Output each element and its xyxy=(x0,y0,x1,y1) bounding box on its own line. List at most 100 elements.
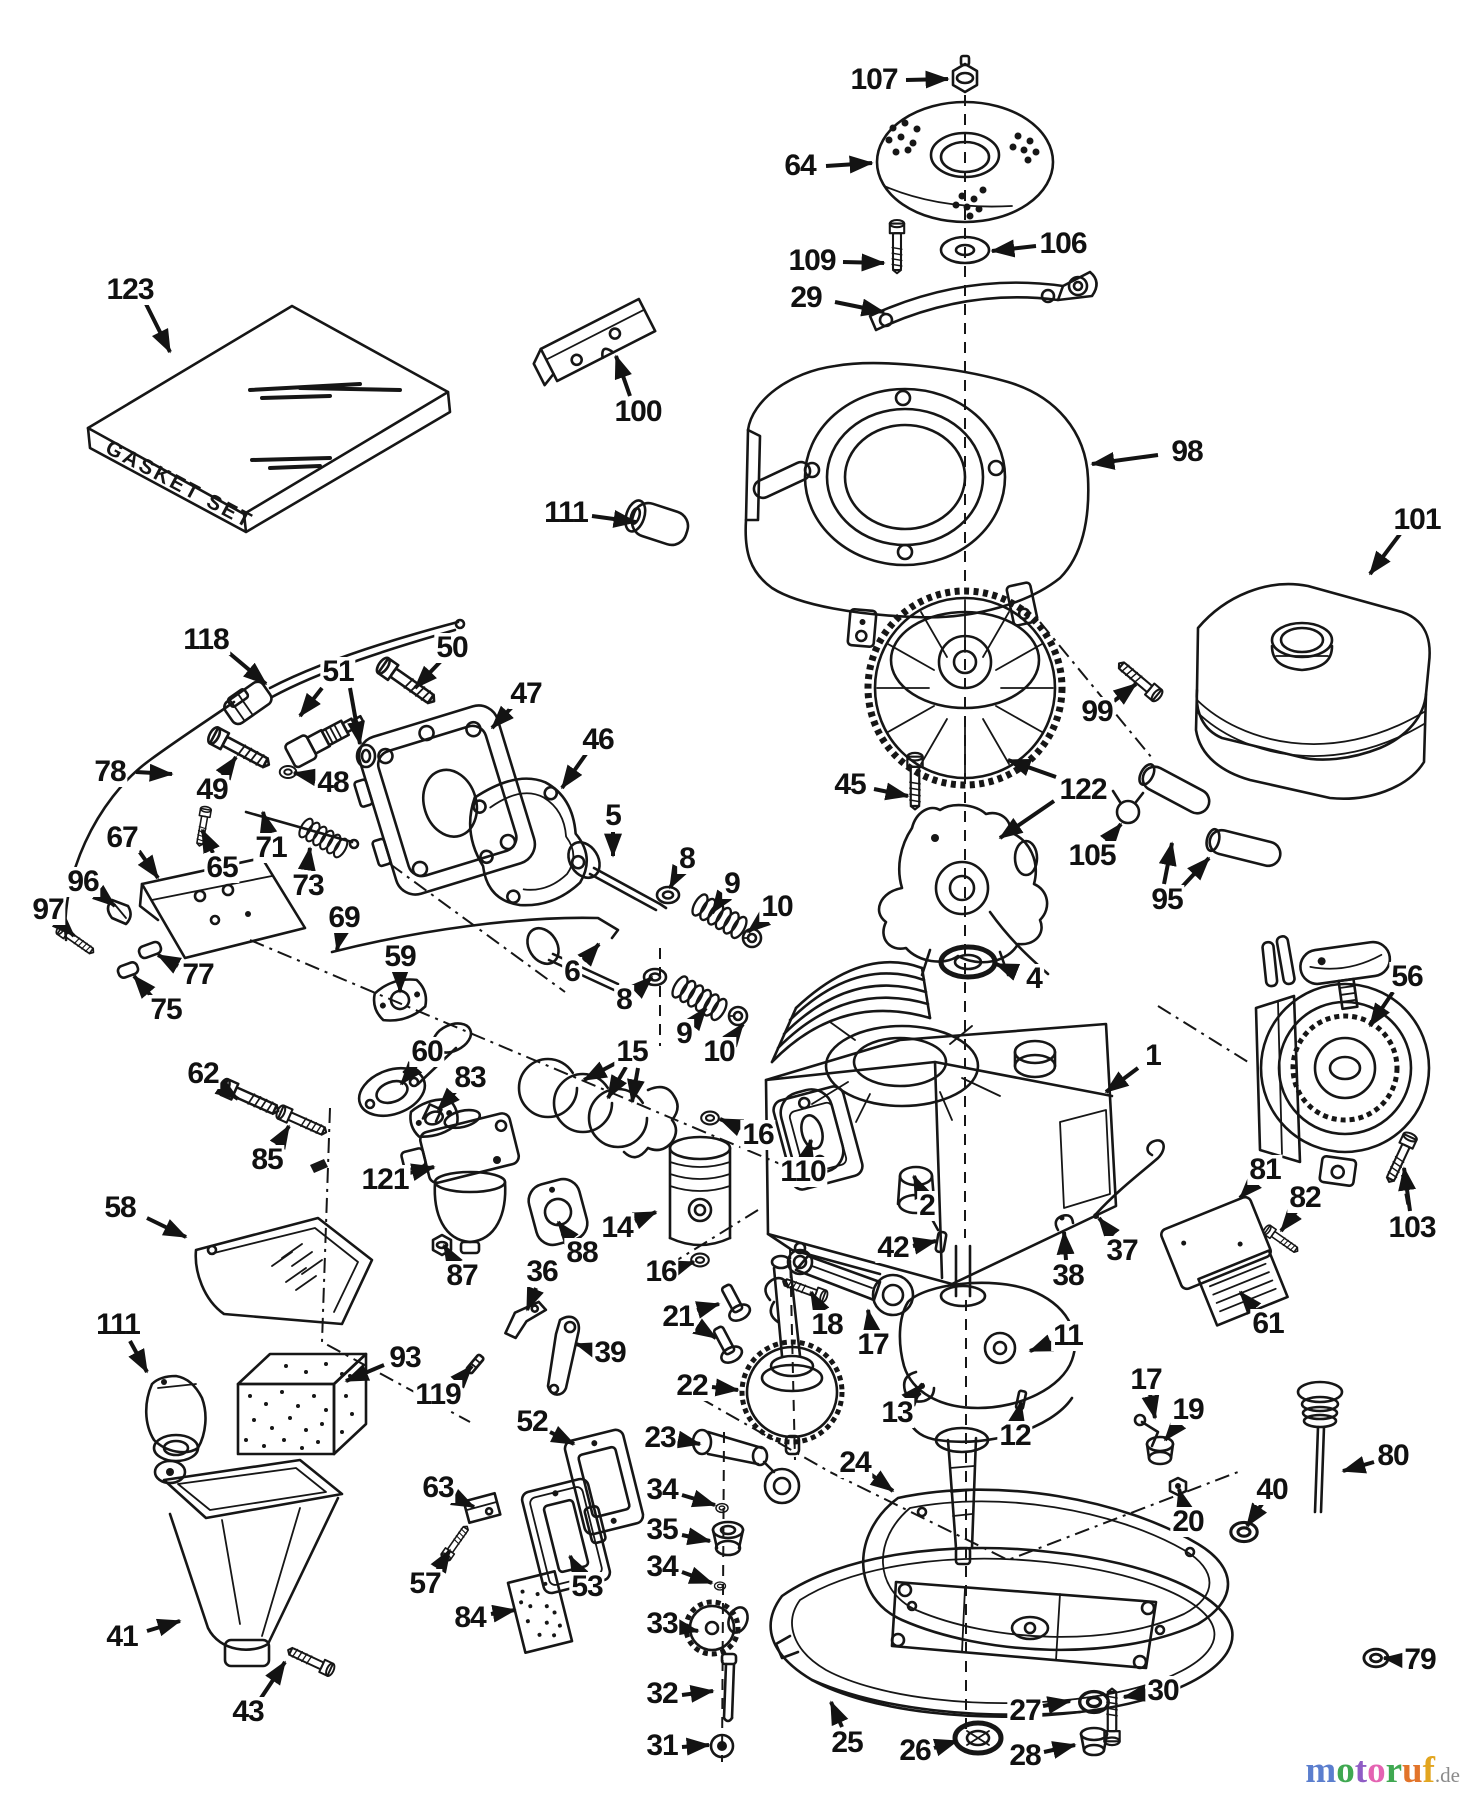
flywheel-screen-64-drawing xyxy=(875,100,1055,224)
blower-housing-98-drawing xyxy=(744,361,1090,649)
callout-arrow-87 xyxy=(442,1243,463,1269)
plug-wire-118-drawing xyxy=(223,618,466,726)
callout-arrow-52 xyxy=(549,1425,576,1446)
part-callout-8: 8 xyxy=(677,842,697,875)
recoil-starter-56-drawing xyxy=(1254,935,1431,1188)
pan-gasket-24-drawing xyxy=(861,1488,1230,1652)
part-callout-14: 14 xyxy=(599,1211,635,1244)
watermark-letter: o xyxy=(1367,1750,1386,1791)
callout-arrow-31 xyxy=(681,1737,711,1756)
callout-arrow-118 xyxy=(226,650,268,686)
callout-arrow-42 xyxy=(912,1236,938,1255)
piston-14-drawing xyxy=(668,1135,732,1247)
dipstick-80-drawing xyxy=(1296,1380,1344,1514)
callout-arrow-25 xyxy=(829,1700,849,1728)
part-callout-103: 103 xyxy=(1386,1211,1438,1244)
part-callout-21: 21 xyxy=(660,1300,696,1333)
part-callout-109: 109 xyxy=(786,244,838,277)
part-callout-88: 88 xyxy=(564,1236,600,1269)
part-callout-16: 16 xyxy=(740,1118,776,1151)
spool-35-drawing xyxy=(711,1520,745,1557)
callout-arrow-88 xyxy=(556,1220,579,1246)
part-callout-34: 34 xyxy=(644,1550,680,1583)
callout-arrow-53 xyxy=(568,1554,589,1581)
valve-5-drawing xyxy=(567,840,668,912)
part-callout-121: 121 xyxy=(359,1163,411,1196)
callout-arrow-37 xyxy=(1097,1216,1120,1242)
key-85-detail xyxy=(310,1159,328,1173)
callout-arrow-16 xyxy=(718,1117,745,1137)
callout-arrow-34 xyxy=(681,1566,714,1585)
oil-pan-25-drawing xyxy=(769,1546,1234,1718)
callout-arrow-109 xyxy=(842,253,886,272)
part-callout-31: 31 xyxy=(644,1729,680,1762)
part-callout-82: 82 xyxy=(1287,1181,1323,1214)
watermark-motoruf: motoruf.de xyxy=(1305,1749,1460,1792)
part-callout-13: 13 xyxy=(879,1396,915,1429)
callout-arrow-27 xyxy=(1042,1696,1072,1714)
part-callout-73: 73 xyxy=(290,869,326,902)
part-callout-20: 20 xyxy=(1170,1505,1206,1538)
part-callout-1: 1 xyxy=(1143,1039,1163,1072)
callout-arrow-23 xyxy=(676,1430,702,1449)
flywheel-nut-107-drawing xyxy=(951,54,979,94)
callout-arrow-57 xyxy=(430,1548,452,1574)
callout-arrow-79 xyxy=(1382,1651,1408,1670)
link-37-drawing xyxy=(1093,1139,1165,1219)
part-callout-62: 62 xyxy=(185,1057,221,1090)
bracket-63-drawing xyxy=(462,1491,502,1525)
callout-arrow-122 xyxy=(998,799,1056,840)
part-callout-16: 16 xyxy=(643,1255,679,1288)
callout-arrow-56 xyxy=(1368,990,1395,1028)
callout-arrow-16 xyxy=(669,1260,696,1278)
part-callout-81: 81 xyxy=(1247,1153,1283,1186)
camshaft-22-drawing xyxy=(739,1254,845,1456)
callout-arrow-62 xyxy=(214,1078,240,1101)
callout-arrow-84 xyxy=(490,1604,517,1623)
part-callout-101: 101 xyxy=(1391,503,1443,536)
part-callout-10: 10 xyxy=(759,890,795,923)
callout-arrow-24 xyxy=(867,1470,895,1493)
part-callout-100: 100 xyxy=(612,395,664,428)
callout-arrow-95 xyxy=(1179,856,1211,890)
part-callout-75: 75 xyxy=(148,993,184,1026)
callout-arrow-111 xyxy=(128,1340,149,1374)
lever-39-drawing xyxy=(546,1315,581,1396)
part-callout-53: 53 xyxy=(569,1570,605,1603)
part-callout-69: 69 xyxy=(326,901,362,934)
flywheel-122-drawing xyxy=(864,587,1066,789)
screen-vent-holes xyxy=(885,119,1040,220)
part-callout-41: 41 xyxy=(104,1620,140,1653)
part-callout-64: 64 xyxy=(782,149,818,182)
callout-arrow-9 xyxy=(685,1006,708,1032)
part-callout-17: 17 xyxy=(1128,1363,1164,1396)
part-callout-71: 71 xyxy=(253,831,289,864)
callout-arrow-73 xyxy=(297,846,316,872)
callout-arrow-101 xyxy=(1368,532,1402,576)
part-callout-83: 83 xyxy=(452,1061,488,1094)
part-callout-57: 57 xyxy=(407,1567,443,1600)
callout-arrow-63 xyxy=(449,1488,476,1509)
watermark-letter: o xyxy=(1336,1750,1355,1791)
callout-arrow-26 xyxy=(932,1738,959,1757)
part-callout-10: 10 xyxy=(701,1035,737,1068)
callout-arrow-4 xyxy=(994,962,1021,981)
callout-arrow-2 xyxy=(912,1174,932,1201)
callout-arrow-110 xyxy=(796,1138,815,1164)
part-callout-15: 15 xyxy=(614,1035,650,1068)
callout-arrow-51 xyxy=(347,687,365,746)
cover-plate-81-drawing xyxy=(1160,1195,1272,1291)
callout-arrow-34 xyxy=(681,1489,717,1508)
callout-arrow-82 xyxy=(1279,1207,1302,1233)
air-cleaner-body-41-drawing xyxy=(153,1458,344,1668)
callout-arrow-1 xyxy=(1104,1066,1140,1094)
callout-arrow-122 xyxy=(1006,758,1057,779)
part-callout-25: 25 xyxy=(829,1726,865,1759)
shaft-23-drawing xyxy=(691,1428,801,1505)
part-callout-39: 39 xyxy=(592,1336,628,1369)
part-callout-123: 123 xyxy=(104,273,156,306)
callout-arrow-17 xyxy=(862,1308,881,1334)
part-callout-61: 61 xyxy=(1250,1307,1286,1340)
callout-arrow-48 xyxy=(292,768,318,787)
